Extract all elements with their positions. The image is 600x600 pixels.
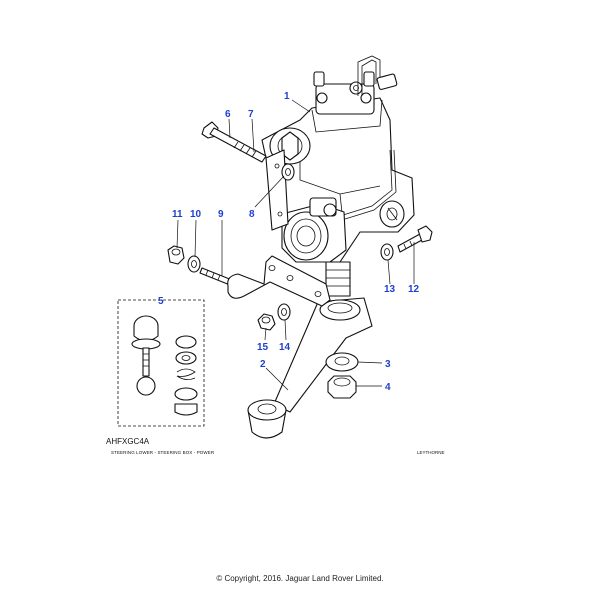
diagram-code: AHFXGC4A [106,437,150,446]
callout-7: 7 [248,109,254,120]
callout-1: 1 [284,91,290,102]
washer-part-14[interactable] [277,303,291,321]
steering-box-assembly[interactable] [261,55,415,297]
callout-5: 5 [158,296,164,307]
bolt-part-6[interactable] [201,121,267,163]
nut-part-11[interactable] [167,245,185,265]
callout-13: 13 [384,284,396,295]
callout-11: 11 [172,209,183,220]
washer-part-10[interactable] [187,255,201,273]
mounting-bracket[interactable] [227,255,331,307]
washer-part-3[interactable] [325,352,359,372]
callout-15: 15 [257,342,269,353]
callout-14: 14 [279,342,291,353]
drop-arm[interactable] [247,297,373,439]
callout-8: 8 [249,209,255,220]
callout-6: 6 [225,109,231,120]
nut-part-4[interactable] [327,375,357,399]
ball-joint-kit-part-5[interactable] [117,299,205,427]
callout-12: 12 [408,284,420,295]
copyright-notice: © Copyright, 2016. Jaguar Land Rover Lim… [216,574,384,583]
washer-part-8[interactable] [281,163,295,181]
callout-10: 10 [190,209,202,220]
callout-3: 3 [385,359,391,370]
illustrator-credit: LEYTHORNE [417,450,445,455]
leader-lines [176,99,415,391]
diagram-caption: STEERING LOWER - STEERING BOX - POWER [111,450,215,455]
callout-2: 2 [260,359,266,370]
callout-9: 9 [218,209,224,220]
nut-part-15[interactable] [257,313,276,331]
washer-part-13[interactable] [380,243,394,261]
bolt-part-12[interactable] [397,225,433,253]
callout-labels: 1 2 3 4 5 6 7 8 9 10 11 12 13 14 15 [158,91,420,393]
callout-4: 4 [385,382,391,393]
